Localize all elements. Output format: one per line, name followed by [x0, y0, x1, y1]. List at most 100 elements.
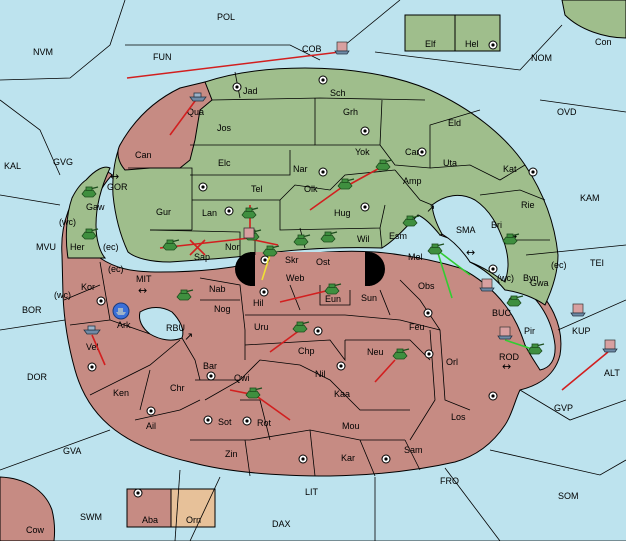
label-kam: KAM [580, 193, 600, 203]
label-mou: Mou [342, 421, 360, 431]
label-ail: Ail [146, 421, 156, 431]
province-gaw-her[interactable] [65, 166, 111, 259]
label-elc: Elc [218, 158, 231, 168]
move-arrow-red [374, 359, 396, 383]
move-arrow-green [436, 249, 471, 276]
label-skr: Skr [285, 255, 299, 265]
province-labels: POL NVM FUN COB Elf Hel Con NOM Jad Sch … [4, 12, 620, 535]
move-arrow-red [91, 334, 106, 366]
label-mit: MIT [136, 274, 152, 284]
fleet-unit[interactable] [602, 339, 618, 353]
label-rod: ROD [499, 352, 520, 362]
svg-text:↗: ↗ [184, 330, 193, 343]
move-arrow-red [279, 289, 331, 303]
south-borders [63, 261, 471, 477]
move-arrow-red [561, 351, 609, 391]
label-gaw: Gaw [86, 202, 105, 212]
label-ovd: OVD [557, 107, 577, 117]
label-aba: Aba [142, 515, 158, 525]
label-uru: Uru [254, 322, 269, 332]
fleet-unit[interactable] [497, 326, 513, 340]
label-con: Con [595, 37, 612, 47]
label-tel: Tel [251, 184, 263, 194]
label-gvp: GVP [554, 403, 573, 413]
label-orl: Orl [446, 357, 458, 367]
province-elf[interactable] [404, 14, 456, 52]
move-arrow-green [436, 249, 453, 299]
label-grh: Grh [343, 107, 358, 117]
label-eun: Eun [325, 294, 341, 304]
label-jad: Jad [243, 86, 258, 96]
fleet-unit[interactable] [479, 278, 495, 292]
label-kar: Kar [341, 453, 355, 463]
label-fro: FRO [440, 476, 459, 486]
label-neu: Neu [367, 347, 384, 357]
label-wc3: (wc) [54, 290, 71, 300]
label-nar: Nar [293, 164, 308, 174]
move-arrow-red [309, 184, 346, 211]
label-jos: Jos [217, 123, 232, 133]
label-her: Her [70, 242, 85, 252]
label-chr: Chr [170, 383, 185, 393]
province-can-qua[interactable] [117, 81, 213, 171]
label-ec1: (ec) [103, 242, 119, 252]
move-arrow-cross [189, 239, 206, 256]
label-ken: Ken [113, 388, 129, 398]
ark-damaged-fleet[interactable] [112, 302, 130, 320]
outer-land-ring[interactable] [61, 171, 562, 477]
label-rot: Rot [257, 418, 272, 428]
label-wc1: (wc) [59, 217, 76, 227]
green-highland[interactable] [112, 67, 559, 306]
label-hel: Hel [465, 39, 479, 49]
label-mvu: MVU [36, 242, 56, 252]
move-arrow-red [169, 96, 199, 136]
label-los: Los [451, 412, 466, 422]
svg-text:↗: ↗ [426, 202, 435, 215]
label-qua: Qua [187, 107, 204, 117]
label-gva: GVA [63, 446, 81, 456]
fleet-unit[interactable] [334, 41, 350, 55]
label-gur: Gur [156, 207, 171, 217]
fleet-unit[interactable] [570, 303, 586, 317]
label-sma: SMA [456, 225, 476, 235]
label-web: Web [286, 273, 304, 283]
sea-sma[interactable] [431, 194, 509, 283]
label-eld: Eld [448, 118, 461, 128]
label-buc: BUC [492, 308, 512, 318]
label-kup: KUP [572, 326, 591, 336]
label-sam: Sam [404, 445, 423, 455]
label-fun: FUN [153, 52, 172, 62]
label-tei: TEI [590, 258, 604, 268]
move-arrow-red [254, 394, 291, 421]
svg-text:↔: ↔ [110, 170, 119, 183]
label-cow: Cow [26, 525, 45, 535]
label-dor: DOR [27, 372, 48, 382]
label-kal: KAL [4, 161, 21, 171]
label-feu: Feu [409, 322, 425, 332]
label-lan: Lan [202, 208, 217, 218]
label-elf: Elf [425, 39, 436, 49]
svg-text:↔: ↔ [466, 246, 475, 259]
label-rie: Rie [521, 200, 535, 210]
label-pir: Pir [524, 326, 535, 336]
move-arrow-red [269, 329, 301, 353]
label-pol: POL [217, 12, 235, 22]
supply-centers [87, 40, 538, 498]
label-chp: Chp [298, 346, 315, 356]
label-nab: Nab [209, 284, 226, 294]
label-nor: Nor [225, 242, 240, 252]
province-cow[interactable] [0, 476, 56, 541]
label-gor: GOR [107, 182, 128, 192]
label-gwa: Gwa [530, 278, 549, 288]
move-arrow-red [126, 51, 341, 79]
label-amp: Amp [403, 176, 422, 186]
label-kaa: Kaa [334, 389, 350, 399]
label-nom: NOM [531, 53, 552, 63]
label-som: SOM [558, 491, 579, 501]
label-qwi: Qwi [234, 373, 250, 383]
label-bor: BOR [22, 305, 42, 315]
label-wc2: (wc) [497, 273, 514, 283]
label-rbu: RBU [166, 323, 185, 333]
